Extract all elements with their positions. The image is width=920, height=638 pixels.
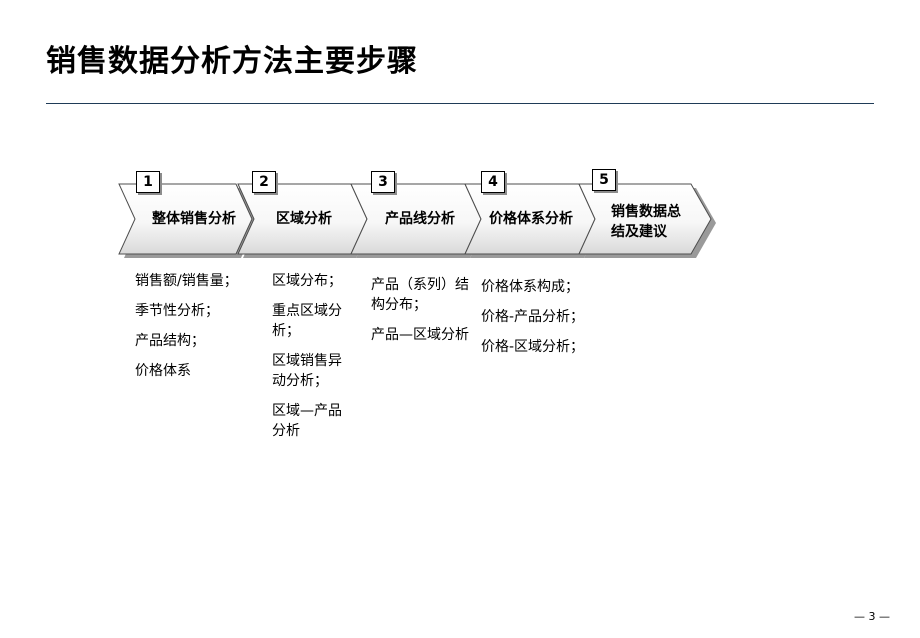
detail-item: 季节性分析；: [135, 303, 219, 319]
detail-item: 价格-区域分析；: [481, 339, 585, 355]
detail-item: 区域销售异动分析；: [272, 353, 342, 389]
step-5-label: 销售数据总结及建议: [611, 204, 681, 240]
step-2-details: 区域分布； 重点区域分析； 区域销售异动分析； 区域—产品分析: [272, 271, 348, 451]
step-3-details: 产品（系列）结构分布； 产品—区域分析: [371, 275, 471, 355]
step-3-label: 产品线分析: [385, 211, 455, 227]
step-5-chevron: [578, 183, 712, 255]
detail-item: 价格体系构成；: [481, 279, 579, 295]
detail-item: 区域分布；: [272, 273, 342, 289]
step-1-label: 整体销售分析: [152, 211, 236, 227]
step-2-number: 2: [252, 171, 276, 193]
detail-item: 销售额/销售量；: [135, 273, 238, 289]
detail-item: 产品结构；: [135, 333, 205, 349]
step-2-label: 区域分析: [276, 211, 332, 227]
detail-item: 产品（系列）结构分布；: [371, 277, 469, 313]
step-4-label: 价格体系分析: [489, 211, 573, 227]
detail-item: 价格-产品分析；: [481, 309, 585, 325]
detail-item: 价格体系: [135, 363, 191, 379]
detail-item: 产品—区域分析: [371, 327, 469, 343]
title-divider: [46, 103, 874, 104]
detail-item: 区域—产品分析: [272, 403, 342, 439]
page-number: — 3 —: [854, 610, 890, 623]
step-1-chevron: [118, 183, 253, 255]
page-title: 销售数据分析方法主要步骤: [46, 44, 418, 79]
step-1-details: 销售额/销售量； 季节性分析； 产品结构； 价格体系: [135, 271, 251, 391]
step-4-details: 价格体系构成； 价格-产品分析； 价格-区域分析；: [481, 277, 611, 367]
step-5-number: 5: [592, 169, 616, 191]
step-3-number: 3: [371, 171, 395, 193]
step-1-number: 1: [136, 171, 160, 193]
step-4-number: 4: [481, 171, 505, 193]
detail-item: 重点区域分析；: [272, 303, 342, 339]
